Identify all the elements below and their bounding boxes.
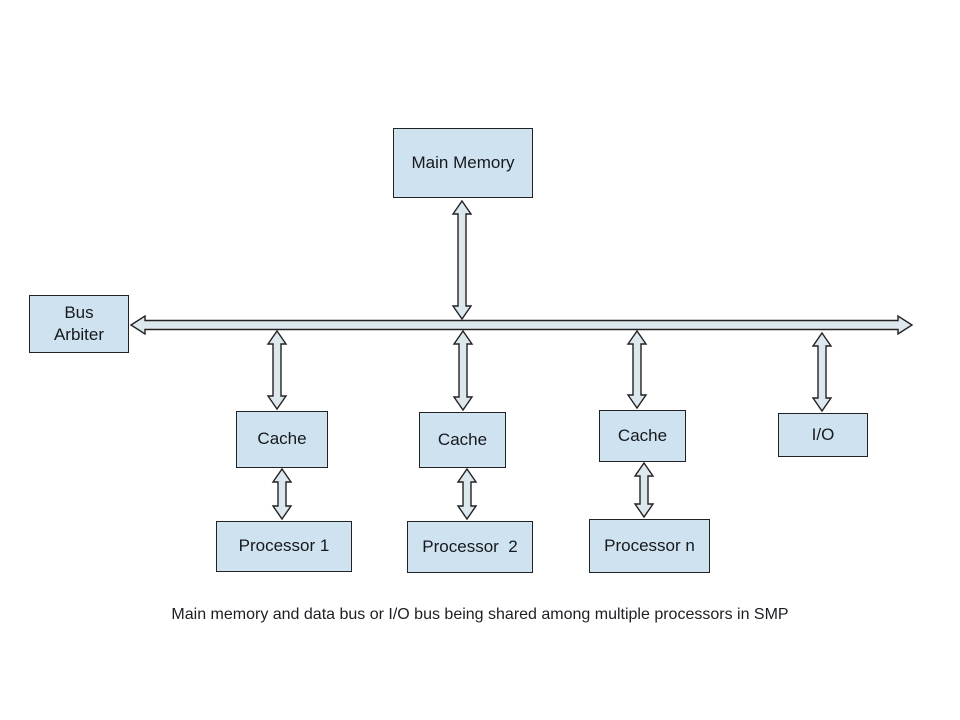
diagram-caption: Main memory and data bus or I/O bus bein… — [171, 606, 789, 623]
node-bus-arbiter: Bus Arbiter — [29, 295, 129, 353]
shared-bus-arrow — [129, 314, 914, 336]
bus-cache3-double-arrow-icon — [626, 329, 648, 410]
node-io-label: I/O — [811, 424, 835, 444]
cache3-processorn-double-arrow-icon — [633, 461, 655, 519]
node-cache-2: Cache — [419, 412, 506, 468]
node-cache-3: Cache — [599, 410, 686, 462]
node-processor-1: Processor 1 — [216, 521, 352, 572]
node-cache-3-label: Cache — [617, 425, 668, 445]
node-processor-n: Processor n — [589, 519, 710, 573]
node-main-memory: Main Memory — [393, 128, 533, 198]
bus-cache2-double-arrow-icon — [452, 329, 474, 412]
node-cache-2-label: Cache — [437, 429, 488, 449]
node-io: I/O — [778, 413, 868, 457]
node-cache-1: Cache — [236, 411, 328, 468]
cache1-processor1-double-arrow-icon — [271, 467, 293, 521]
bus-cache1-double-arrow-icon — [266, 329, 288, 411]
node-cache-1-label: Cache — [257, 429, 307, 449]
node-processor-n-label: Processor n — [604, 535, 695, 555]
bus-io-double-arrow-icon — [811, 331, 833, 413]
node-processor-2-label: Processor 2 — [422, 536, 518, 556]
node-bus-arbiter-label: Bus Arbiter — [53, 302, 105, 344]
node-main-memory-label: Main Memory — [411, 152, 515, 172]
memory-bus-double-arrow-icon — [451, 199, 473, 321]
node-processor-2: Processor 2 — [407, 521, 533, 573]
node-processor-1-label: Processor 1 — [238, 536, 330, 556]
cache2-processor2-double-arrow-icon — [456, 467, 478, 521]
